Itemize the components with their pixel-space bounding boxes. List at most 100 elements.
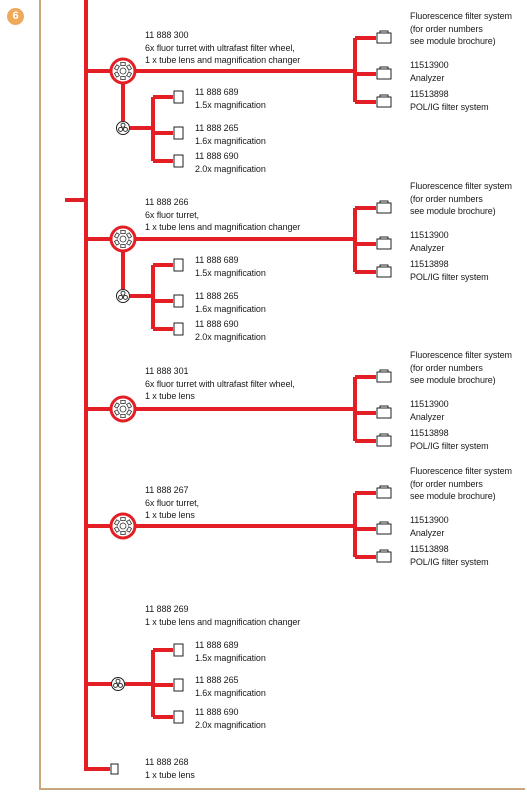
filter-cube-body: [376, 487, 392, 499]
analyzer-label-line: Analyzer: [410, 527, 445, 538]
turret-hub: [119, 405, 127, 413]
filter-cube-body: [376, 266, 392, 278]
filter-cube-top: [379, 549, 389, 552]
module-description-line: 6x fluor turret,: [145, 209, 199, 220]
module-code: 11 888 300: [145, 30, 189, 40]
magnification-label: 11 888 689 1.5x magnification: [195, 86, 266, 111]
module-description-line: 1 x tube lens and magnification changer: [145, 222, 301, 232]
filter-cube-icon: [376, 264, 392, 278]
lens-body: [110, 763, 119, 775]
filter-cube-top: [379, 369, 389, 372]
diagram-frame: [39, 0, 525, 790]
turret-hub: [119, 235, 127, 243]
magnification-label: 11 888 265 1.6x magnification: [195, 122, 266, 147]
turret-slot: [113, 519, 120, 526]
changer-lobe: [118, 294, 124, 300]
magnification-label-line: 1.6x magnification: [195, 303, 266, 314]
turret-slot: [120, 530, 126, 535]
turret-slot: [113, 239, 120, 246]
changer-lobe: [113, 682, 119, 688]
analyzer-label-line: 11513900: [410, 60, 449, 70]
filter-cube-body: [376, 202, 392, 214]
module-code: 11 888 268: [145, 757, 189, 767]
lens-body: [173, 710, 184, 724]
module-code: 11 888 266: [145, 197, 189, 207]
turret-slot: [126, 71, 133, 78]
turret-hub: [119, 522, 127, 530]
lens-body: [173, 643, 184, 657]
turret-slot: [126, 402, 133, 409]
magnification-changer-icon: [111, 677, 125, 691]
magnification-label-line: 11 888 265: [195, 291, 239, 301]
filter-cube-body: [376, 96, 392, 108]
turret-hub: [119, 67, 127, 75]
turret-slot: [113, 402, 120, 409]
lens-body: [173, 126, 184, 140]
pol-filter-label-line: 11513898: [410, 89, 449, 99]
fluorescence-filter-label-line: see module brochure): [410, 491, 496, 501]
lens-body: [173, 154, 184, 168]
tube-lens-icon: [173, 643, 184, 657]
filter-cube-body: [376, 523, 392, 535]
turret-slot: [126, 232, 133, 239]
module-description-line: 6x fluor turret with ultrafast filter wh…: [145, 378, 295, 389]
filter-cube-body: [376, 238, 392, 250]
magnification-label-line: 1.6x magnification: [195, 135, 266, 146]
magnification-label-line: 1.5x magnification: [195, 267, 266, 278]
filter-cube-body: [376, 68, 392, 80]
turret-slot: [120, 244, 126, 249]
fluorescence-filter-label-line: Fluorescence filter system: [410, 181, 512, 191]
magnification-label-line: 2.0x magnification: [195, 331, 266, 342]
lens-body: [173, 294, 184, 308]
turret-slot: [113, 526, 120, 533]
turret-slot: [126, 64, 133, 71]
tube-lens-icon: [173, 678, 184, 692]
magnification-changer-icon: [116, 289, 130, 303]
tube-lens-icon: [173, 126, 184, 140]
tube-lens-icon: [173, 90, 184, 104]
filter-cube-body: [376, 371, 392, 383]
fluorescence-filter-label-line: see module brochure): [410, 206, 496, 216]
tube-lens-icon: [173, 154, 184, 168]
filter-cube-top: [379, 66, 389, 69]
fluorescence-filter-label: Fluorescence filter system(for order num…: [410, 465, 512, 503]
filter-cube-icon: [376, 433, 392, 447]
fluorescence-filter-label-line: Fluorescence filter system: [410, 466, 512, 476]
magnification-label: 11 888 690 2.0x magnification: [195, 318, 266, 343]
filter-cube-top: [379, 405, 389, 408]
fluorescence-filter-label-line: Fluorescence filter system: [410, 350, 512, 360]
filter-cube-icon: [376, 66, 392, 80]
analyzer-label-line: 11513900: [410, 399, 449, 409]
pol-filter-label-line: POL/IG filter system: [410, 101, 489, 112]
fluor-turret-icon: [109, 225, 137, 253]
turret-slot: [120, 75, 126, 80]
module-description: 11 888 266 6x fluor turret, 1 x tube lens …: [145, 196, 300, 234]
magnification-label: 11 888 265 1.6x magnification: [195, 290, 266, 315]
fluor-turret-icon: [109, 57, 137, 85]
tube-lens-icon: [173, 710, 184, 724]
magnification-label-line: 11 888 265: [195, 123, 239, 133]
magnification-label-line: 11 888 689: [195, 87, 239, 97]
filter-cube-icon: [376, 549, 392, 563]
magnification-label-line: 1.5x magnification: [195, 99, 266, 110]
fluorescence-filter-label: Fluorescence filter system(for order num…: [410, 349, 512, 387]
fluorescence-filter-label-line: Fluorescence filter system: [410, 11, 512, 21]
analyzer-label-line: 11513900: [410, 230, 449, 240]
fluorescence-filter-label-line: (for order numbers: [410, 193, 483, 204]
magnification-label-line: 11 888 265: [195, 675, 239, 685]
turret-slot: [126, 409, 133, 416]
turret-slot: [113, 64, 120, 71]
filter-cube-icon: [376, 200, 392, 214]
magnification-label-line: 11 888 690: [195, 319, 239, 329]
magnification-label-line: 11 888 689: [195, 640, 239, 650]
filter-cube-top: [379, 433, 389, 436]
